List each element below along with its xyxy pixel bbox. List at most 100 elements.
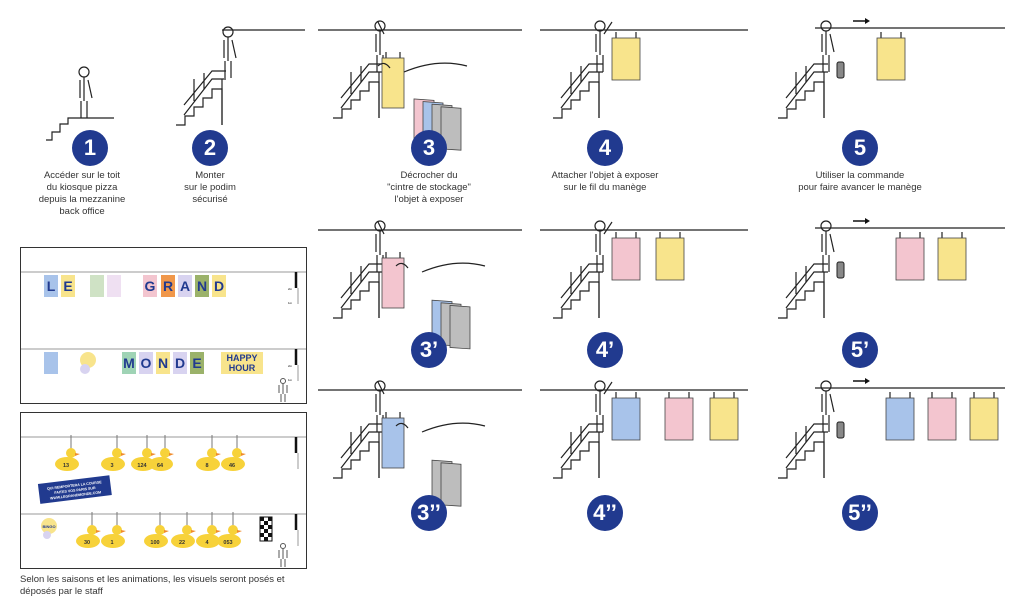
svg-text:3: 3 bbox=[110, 463, 113, 469]
podium-stairs bbox=[553, 263, 603, 319]
rubber-duck: 22 bbox=[171, 512, 196, 548]
podium-stairs bbox=[778, 423, 828, 479]
forward-arrow-icon bbox=[853, 18, 870, 24]
step-5-prime-sketch bbox=[778, 218, 1005, 319]
podium-stairs bbox=[778, 63, 828, 119]
held-panel bbox=[381, 52, 405, 109]
podium-stairs bbox=[176, 70, 226, 126]
staff-figure bbox=[820, 220, 835, 272]
human-scale-figure bbox=[278, 543, 288, 567]
poster-tile bbox=[44, 352, 58, 374]
staff-figure bbox=[820, 20, 835, 72]
staff-figure bbox=[594, 380, 613, 432]
svg-text:13: 13 bbox=[63, 463, 69, 469]
rubber-duck: 30 bbox=[76, 512, 101, 548]
rubber-duck: 64 bbox=[149, 435, 174, 471]
forward-arrow-icon bbox=[853, 218, 870, 224]
step-3-prime-sketch bbox=[318, 220, 522, 350]
svg-text:FAITES VOS PARIS SUR: FAITES VOS PARIS SUR bbox=[54, 486, 96, 495]
step-badge-3-prime: 3’ bbox=[411, 332, 447, 368]
height-scale bbox=[294, 437, 299, 469]
step-2-caption: Monter sur le podim sécurisé bbox=[184, 170, 236, 205]
hanging-panel bbox=[927, 392, 957, 441]
step-badge-4-double-prime: 4’’ bbox=[587, 495, 623, 531]
step-badge-3: 3 bbox=[411, 130, 447, 166]
svg-text:A: A bbox=[180, 278, 190, 294]
height-scale bbox=[294, 514, 299, 546]
hanging-panel bbox=[876, 32, 906, 81]
hanging-panel bbox=[611, 392, 641, 441]
podium-stairs bbox=[553, 63, 603, 119]
poster-tile bbox=[90, 275, 104, 297]
storage-rack bbox=[395, 262, 486, 350]
rubber-duck: 8 bbox=[196, 435, 221, 471]
human-scale-figure bbox=[278, 378, 288, 402]
letter-tile: R bbox=[161, 275, 175, 297]
step-5-caption: Utiliser la commande pour faire avancer … bbox=[798, 170, 922, 193]
letter-tile: D bbox=[173, 352, 187, 374]
hanging-panel bbox=[895, 232, 925, 281]
rubber-duck: 13 bbox=[55, 435, 80, 471]
hanging-panel bbox=[611, 32, 641, 81]
letter-tile: E bbox=[61, 275, 75, 297]
staff-figure bbox=[594, 220, 613, 272]
rubber-duck: 3 bbox=[101, 435, 126, 471]
svg-text:22: 22 bbox=[179, 540, 185, 546]
arrow-icon bbox=[395, 262, 409, 269]
svg-text:124: 124 bbox=[137, 463, 147, 469]
control-box-icon bbox=[836, 421, 845, 439]
svg-text:2m: 2m bbox=[288, 287, 293, 291]
podium-stairs bbox=[333, 263, 383, 319]
svg-text:46: 46 bbox=[229, 463, 235, 469]
control-box-icon bbox=[836, 261, 845, 279]
step-4-prime-sketch bbox=[540, 220, 748, 319]
bingo-badge: BINGO bbox=[41, 518, 57, 539]
staff-figure bbox=[820, 380, 835, 432]
rubber-duck: 053 bbox=[217, 512, 242, 548]
step-3-double-prime-sketch bbox=[318, 380, 522, 507]
step-4-double-prime-sketch bbox=[540, 380, 748, 479]
svg-text:G: G bbox=[145, 278, 156, 294]
staff-figure bbox=[78, 66, 93, 118]
svg-text:E: E bbox=[63, 278, 72, 294]
svg-text:64: 64 bbox=[157, 463, 164, 469]
letter-tile: L bbox=[44, 275, 58, 297]
bingo-badge bbox=[80, 352, 96, 368]
svg-text:N: N bbox=[158, 355, 168, 371]
svg-text:WWW.LEGRANDMONDE.COM: WWW.LEGRANDMONDE.COM bbox=[50, 490, 102, 500]
staff-figure bbox=[222, 26, 237, 78]
svg-text:N: N bbox=[197, 278, 207, 294]
svg-text:1m: 1m bbox=[288, 378, 293, 382]
hanging-panel bbox=[709, 392, 739, 441]
svg-text:R: R bbox=[163, 278, 173, 294]
step-badge-4: 4 bbox=[587, 130, 623, 166]
letter-tile: E bbox=[190, 352, 204, 374]
svg-text:100: 100 bbox=[150, 540, 159, 546]
rubber-duck: 100 bbox=[144, 512, 169, 548]
letter-tile: D bbox=[212, 275, 226, 297]
svg-text:HAPPY: HAPPY bbox=[226, 353, 257, 363]
svg-text:QUI REMPORTERA LA COURSE: QUI REMPORTERA LA COURSE bbox=[47, 480, 103, 491]
hanging-panel bbox=[611, 232, 641, 281]
letter-tile: N bbox=[195, 275, 209, 297]
svg-text:053: 053 bbox=[223, 540, 232, 546]
step-2-sketch bbox=[176, 26, 305, 126]
rubber-duck: 1 bbox=[101, 512, 126, 548]
held-panel bbox=[381, 252, 405, 309]
podium-stairs bbox=[778, 263, 828, 319]
held-panel bbox=[381, 412, 405, 469]
step-1-sketch bbox=[46, 66, 114, 141]
letter-tile: N bbox=[156, 352, 170, 374]
hanging-panel bbox=[655, 232, 685, 281]
step-5-double-prime-sketch bbox=[778, 378, 1005, 479]
hanging-panel bbox=[937, 232, 967, 281]
